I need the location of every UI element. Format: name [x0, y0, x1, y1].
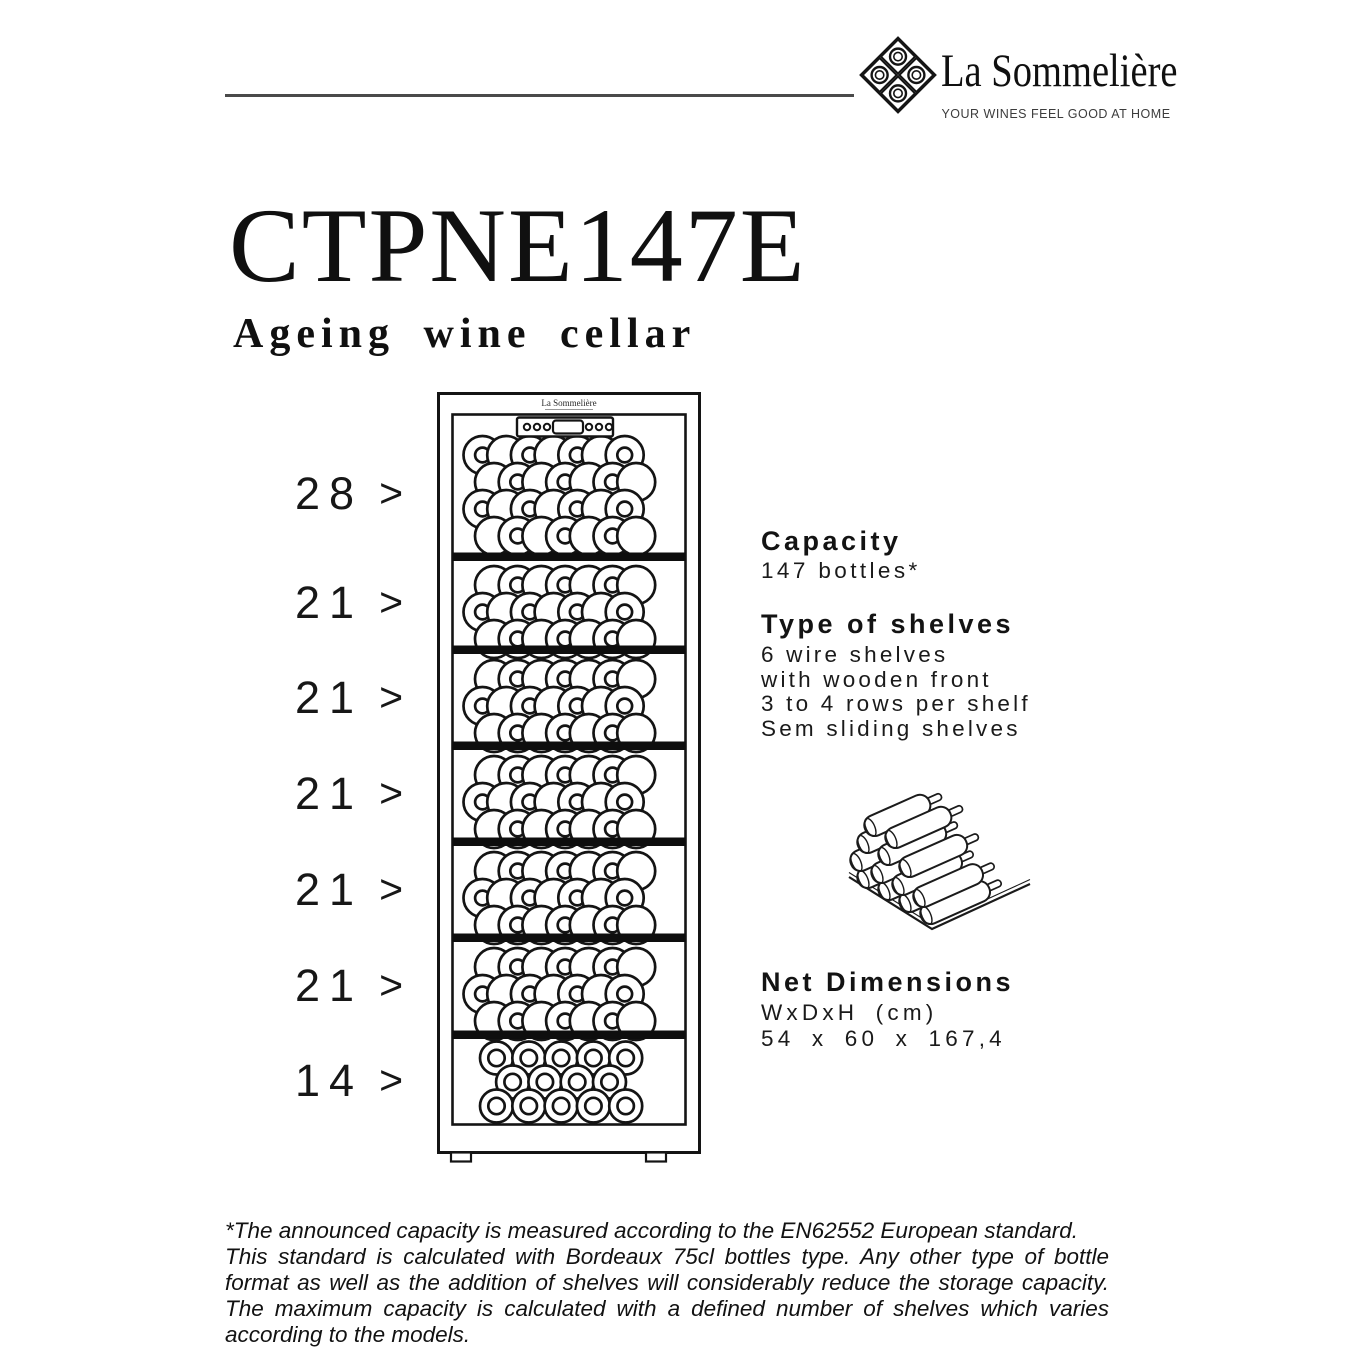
shelf-bar — [452, 552, 686, 561]
shelf-count: 28 — [295, 468, 364, 519]
bottle-circle — [615, 500, 634, 518]
bottle-circle — [615, 793, 634, 811]
bottle-circle — [615, 985, 634, 1003]
shelf-count: 21 — [295, 577, 364, 628]
shelf-count: 14 — [295, 1055, 364, 1106]
bottle-circle — [583, 1048, 603, 1068]
brand-logo-icon — [859, 36, 937, 114]
bottle-circle — [486, 1096, 507, 1116]
shelf-arrow-icon: > — [379, 1056, 404, 1103]
panel-display — [551, 419, 585, 435]
cabinet-foot — [644, 1151, 668, 1163]
shelf-label: 21 > — [295, 577, 404, 628]
spec-line: with wooden front — [761, 666, 992, 692]
shelf-bar — [452, 645, 686, 654]
shelf-count: 21 — [295, 960, 364, 1011]
shelf-count: 21 — [295, 672, 364, 723]
bottle-circle — [599, 1072, 620, 1092]
shelf-count: 21 — [295, 864, 364, 915]
header-rule — [225, 94, 854, 97]
bottle-circle — [583, 1096, 603, 1116]
bottle-circle — [519, 1096, 539, 1116]
bottle-circle — [615, 446, 634, 464]
shelf-arrow-icon: > — [379, 578, 404, 625]
spec-line: 6 wire shelves — [761, 642, 949, 667]
shelf-label: 28 > — [295, 468, 404, 519]
footnote-line1: *The announced capacity is measured acco… — [225, 1218, 1079, 1243]
cabinet-mini-logo: La Sommelière — [541, 398, 596, 408]
panel-button — [522, 422, 532, 432]
cabinet-frame — [437, 392, 701, 1154]
product-subtitle: Ageing wine cellar — [233, 311, 697, 357]
shelf-count: 21 — [295, 768, 364, 819]
brand-name: La Sommelière — [941, 45, 1178, 97]
shelf-bar — [452, 933, 686, 942]
panel-button — [532, 422, 542, 432]
capacity-heading: Capacity — [761, 526, 902, 556]
shelf-bar — [452, 1030, 686, 1039]
wine-bottle — [912, 862, 996, 909]
bottle-circle — [535, 1072, 555, 1092]
shelves-heading: Type of shelves — [761, 609, 1015, 639]
wine-bottle — [898, 833, 980, 879]
bottle-circle — [486, 1048, 507, 1068]
product-model-title: CTPNE147E — [229, 187, 807, 304]
bottle-circle — [567, 1072, 587, 1092]
dimensions-heading: Net Dimensions — [761, 967, 1015, 997]
footnote-body: This standard is calculated with Bordeau… — [225, 1244, 1109, 1347]
shelf-arrow-icon: > — [379, 865, 404, 912]
shelf-label: 21 > — [295, 768, 404, 819]
shelf-arrow-icon: > — [379, 673, 404, 720]
shelf-arrow-icon: > — [379, 961, 404, 1008]
spec-line: 54 x 60 x 167,4 — [761, 1025, 1006, 1051]
wine-bottle — [884, 804, 964, 850]
panel-button — [594, 422, 604, 432]
bottle-stack-illustration — [848, 792, 1031, 931]
shelf-label: 21 > — [295, 960, 404, 1011]
panel-button — [604, 422, 614, 432]
spec-line: 3 to 4 rows per shelf — [761, 691, 1031, 717]
spec-line: Sem sliding shelves — [761, 716, 1021, 742]
wire-shelf-rail — [848, 876, 1031, 931]
bottle-circle — [616, 1048, 636, 1068]
shelf-bar — [452, 741, 686, 750]
shelf-label: 21 > — [295, 864, 404, 915]
shelf-arrow-icon: > — [379, 469, 404, 516]
bottle-circle — [503, 1072, 523, 1092]
footnote: *The announced capacity is measured acco… — [225, 1218, 1109, 1348]
wine-cellar-diagram: La Sommelière — [437, 392, 701, 1163]
bottle-circle — [615, 515, 657, 557]
shelf-label: 21 > — [295, 672, 404, 723]
bottle-circle — [615, 697, 634, 715]
cabinet-foot — [449, 1151, 473, 1163]
wine-bottle — [863, 792, 943, 838]
bottle-circle — [551, 1048, 571, 1068]
dimensions-details: WxDxH (cm)54 x 60 x 167,4 — [761, 1000, 1006, 1051]
shelf-label: 14 > — [295, 1055, 404, 1106]
spec-line: WxDxH (cm) — [761, 1000, 938, 1025]
bottle-circle — [551, 1096, 571, 1116]
brand-tagline: YOUR WINES FEEL GOOD AT HOME — [941, 107, 1171, 121]
panel-button — [584, 422, 594, 432]
shelf-arrow-icon: > — [379, 769, 404, 816]
bottle-circle — [615, 889, 634, 907]
shelf-bar — [452, 837, 686, 846]
bottle-circle — [615, 603, 634, 621]
bottle-circle — [616, 1096, 636, 1116]
bottle-circle — [519, 1048, 539, 1068]
panel-button — [542, 422, 552, 432]
capacity-value: 147 bottles* — [761, 558, 921, 583]
